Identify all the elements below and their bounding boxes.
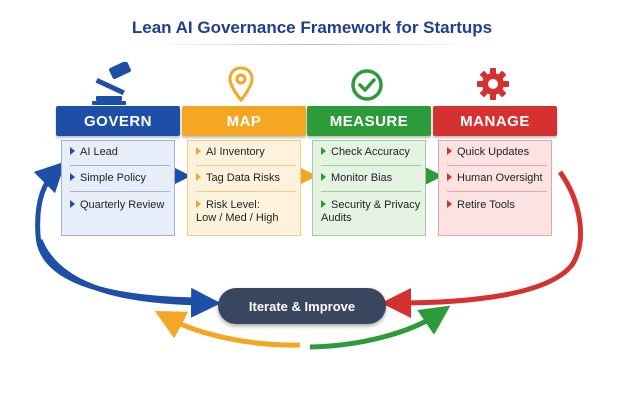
divider xyxy=(196,165,296,166)
stage-header-map: MAP xyxy=(182,106,306,136)
divider xyxy=(70,191,170,192)
stage-header-govern: GOVERN xyxy=(56,106,180,136)
divider xyxy=(321,191,421,192)
loop-arrow-green xyxy=(309,305,451,350)
divider xyxy=(196,191,296,192)
list-item: Retire Tools xyxy=(447,199,549,212)
list-item: Human Oversight xyxy=(447,172,549,185)
loop-arrow-orange xyxy=(154,310,301,348)
list-item: Quarterly Review xyxy=(70,199,172,212)
check-circle-icon xyxy=(351,69,383,101)
title-underline xyxy=(150,44,474,45)
stage-header-measure: MEASURE xyxy=(307,106,431,136)
divider xyxy=(447,165,547,166)
divider xyxy=(447,191,547,192)
stage-header-manage: MANAGE xyxy=(433,106,557,136)
list-item: Simple Policy xyxy=(70,172,172,185)
loop-arrow-blue-into-hub xyxy=(37,239,221,318)
loop-arrow-red xyxy=(381,170,584,318)
list-item: Monitor Bias xyxy=(321,172,423,185)
gavel-icon xyxy=(92,62,131,105)
iterate-hub: Iterate & Improve xyxy=(218,288,386,324)
measure-card: Check Accuracy Monitor Bias Security & P… xyxy=(312,140,426,236)
stage-label: MAP xyxy=(226,112,262,130)
stage-label: MEASURE xyxy=(329,112,409,130)
stage-label: GOVERN xyxy=(83,112,152,130)
list-item: Check Accuracy xyxy=(321,146,423,159)
list-item: Quick Updates xyxy=(447,146,549,159)
location-pin-icon xyxy=(228,66,254,103)
manage-card: Quick Updates Human Oversight Retire Too… xyxy=(438,140,552,236)
govern-card: AI Lead Simple Policy Quarterly Review xyxy=(61,140,175,236)
list-item: AI Lead xyxy=(70,146,172,159)
hub-label: Iterate & Improve xyxy=(248,298,356,314)
list-item: Risk Level: Low / Med / High xyxy=(196,199,279,224)
map-card: AI Inventory Tag Data Risks Risk Level: … xyxy=(187,140,301,236)
list-item: Security & Privacy Audits xyxy=(321,199,421,224)
divider xyxy=(70,165,170,166)
list-item: Tag Data Risks xyxy=(196,172,298,185)
divider xyxy=(321,165,421,166)
stage-label: MANAGE xyxy=(460,112,530,130)
list-item: AI Inventory xyxy=(196,146,298,159)
diagram-title: Lean AI Governance Framework for Startup… xyxy=(131,18,493,37)
gear-icon xyxy=(477,68,509,100)
